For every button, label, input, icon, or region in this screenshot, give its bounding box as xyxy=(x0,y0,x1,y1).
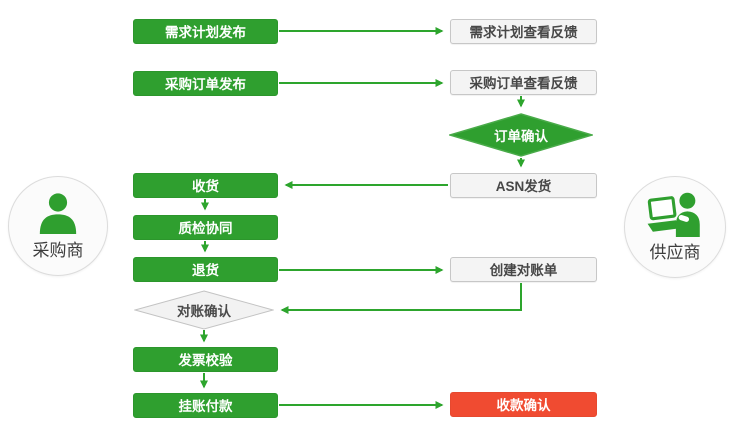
step-receive-goods: 收货 xyxy=(133,173,278,198)
step-create-statement: 创建对账单 xyxy=(450,257,597,282)
step-po-feedback: 采购订单查看反馈 xyxy=(450,70,597,95)
step-asn-ship: ASN发货 xyxy=(450,173,597,198)
step-return-goods: 退货 xyxy=(133,257,278,282)
step-book-payment: 挂账付款 xyxy=(133,393,278,418)
decision-statement-confirm-label: 对账确认 xyxy=(177,304,231,319)
step-demand-plan-publish: 需求计划发布 xyxy=(133,19,278,44)
buyer-actor: 采购商 xyxy=(8,176,108,276)
step-demand-plan-feedback: 需求计划查看反馈 xyxy=(450,19,597,44)
person-icon xyxy=(35,191,81,235)
buyer-label: 采购商 xyxy=(32,241,84,260)
decision-order-confirm: 订单确认 xyxy=(449,113,593,157)
person-laptop-icon xyxy=(646,191,704,237)
step-invoice-check: 发票校验 xyxy=(133,347,278,372)
supplier-label: 供应商 xyxy=(649,243,701,262)
step-receipt-confirm: 收款确认 xyxy=(450,392,597,417)
step-quality-collab: 质检协同 xyxy=(133,215,278,240)
step-po-publish: 采购订单发布 xyxy=(133,71,278,96)
decision-order-confirm-label: 订单确认 xyxy=(494,129,548,144)
decision-statement-confirm: 对账确认 xyxy=(134,290,274,330)
supplier-actor: 供应商 xyxy=(624,176,726,278)
